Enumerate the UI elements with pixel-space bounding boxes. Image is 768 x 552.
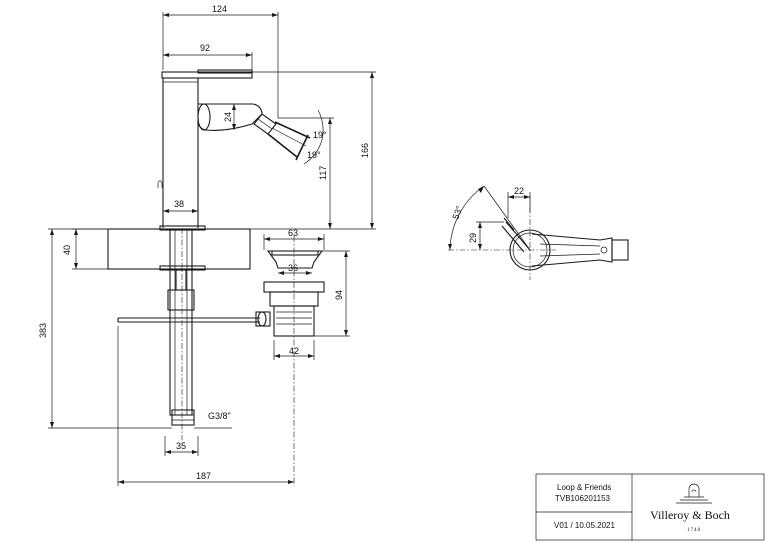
dimension-labels: 124 92 24 19° 19° 166 117 38 40 383 63 3… bbox=[38, 4, 524, 481]
article-number: TVB106201153 bbox=[555, 494, 611, 503]
title-block: Loop & Friends TVB106201153 V01 / 10.05.… bbox=[535, 473, 765, 541]
top-view bbox=[448, 185, 629, 280]
dim-63: 63 bbox=[288, 228, 298, 238]
dim-42: 42 bbox=[289, 346, 299, 356]
dim-38: 38 bbox=[174, 199, 184, 209]
series-name: Loop & Friends bbox=[557, 483, 611, 492]
dim-383: 383 bbox=[38, 323, 48, 338]
brand-name: Villeroy & Boch bbox=[650, 508, 730, 522]
dim-166: 166 bbox=[360, 143, 370, 158]
dim-40: 40 bbox=[62, 245, 72, 255]
dim-187: 187 bbox=[196, 471, 211, 481]
under-counter-assembly bbox=[117, 229, 260, 426]
dim-24: 24 bbox=[223, 112, 233, 122]
dim-124: 124 bbox=[212, 4, 227, 14]
faucet-front-view bbox=[157, 69, 311, 231]
dim-35: 35 bbox=[176, 441, 186, 451]
dim-angle-19-upper: 19° bbox=[313, 130, 327, 140]
dim-117: 117 bbox=[318, 166, 328, 180]
dim-92: 92 bbox=[200, 43, 210, 53]
brand-year: 1748 bbox=[687, 528, 701, 533]
dim-36: 36 bbox=[288, 263, 298, 273]
dim-22: 22 bbox=[514, 186, 524, 196]
popup-waste-assembly bbox=[255, 236, 325, 486]
dim-29: 29 bbox=[468, 233, 478, 243]
dim-angle-19-lower: 19° bbox=[307, 150, 321, 160]
dim-thread-g38: G3/8" bbox=[208, 411, 231, 421]
version-date: V01 / 10.05.2021 bbox=[554, 521, 615, 530]
dimension-lines bbox=[48, 12, 376, 486]
dim-angle-53: 53° bbox=[450, 204, 464, 221]
brand-logo-icon bbox=[676, 483, 712, 504]
countertop-section bbox=[72, 228, 251, 271]
dim-94: 94 bbox=[334, 290, 344, 300]
